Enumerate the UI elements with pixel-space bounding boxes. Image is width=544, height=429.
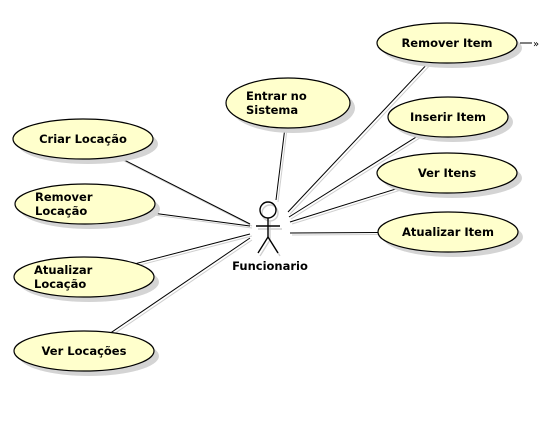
association-line: [275, 127, 286, 201]
association-line-shadow: [291, 189, 402, 225]
association-line: [110, 237, 251, 333]
use-case-label: Locação: [35, 204, 87, 218]
use-case-ellipse: [13, 256, 155, 298]
use-case-label: Criar Locação: [39, 132, 127, 146]
uc-ver-itens[interactable]: Ver Itens: [376, 152, 522, 198]
use-case-ellipse: [377, 211, 519, 253]
association-line: [289, 187, 400, 223]
use-case-label: Locação: [34, 277, 86, 291]
use-case-ellipse: [14, 183, 156, 225]
association-line-shadow: [150, 213, 253, 229]
association-line-shadow: [119, 157, 253, 227]
association-line: [287, 61, 430, 213]
overflow-marker-group: »: [520, 39, 539, 50]
uc-remover-item[interactable]: Remover Item: [376, 22, 522, 68]
use-case-label: Inserir Item: [410, 110, 486, 124]
use-case-label: Atualizar Item: [402, 225, 494, 239]
association-line-shadow: [290, 136, 423, 220]
uc-inserir-item[interactable]: Inserir Item: [387, 96, 513, 142]
use-case-ellipse: [13, 330, 155, 372]
use-case-ellipse: [376, 22, 518, 64]
use-case-label: Entrar no: [246, 89, 307, 103]
association-lines: [110, 61, 432, 335]
uc-ver-locacoes[interactable]: Ver Locações: [13, 330, 159, 376]
association-line: [117, 155, 251, 225]
association-line-shadow: [112, 239, 253, 335]
association-line-shadow: [277, 129, 288, 203]
use-case-ellipse: [12, 118, 154, 160]
use-case-label: Ver Itens: [418, 166, 477, 180]
association-line: [288, 134, 421, 218]
overflow-marker: »: [533, 39, 539, 50]
association-line-shadow: [289, 63, 432, 215]
association-line: [289, 231, 379, 234]
use-case-ellipse: [387, 96, 509, 138]
use-case-label: Atualizar: [34, 263, 93, 277]
association-line-shadow: [137, 235, 253, 267]
use-case-ellipse: [225, 77, 351, 129]
actor: Funcionario: [232, 201, 308, 273]
actor-leg-left-shadow: [259, 239, 271, 257]
use-case-label: Ver Locações: [42, 344, 127, 358]
actor-leg-right: [267, 236, 279, 254]
use-case-label: Remover: [35, 190, 93, 204]
uc-atualizar-item[interactable]: Atualizar Item: [377, 211, 523, 257]
association-line: [148, 211, 251, 227]
association-line: [135, 233, 251, 265]
association-line-shadow: [291, 233, 381, 236]
use-case-label: Sistema: [246, 103, 298, 117]
use-case-label: Remover Item: [401, 36, 492, 50]
use-case-ellipse: [376, 152, 518, 194]
use-cases: Criar LocaçãoRemoverLocaçãoAtualizarLoca…: [12, 22, 523, 376]
actor-leg-left: [257, 236, 269, 254]
actor-label: Funcionario: [232, 259, 308, 273]
uc-criar-locacao[interactable]: Criar Locação: [12, 118, 158, 164]
